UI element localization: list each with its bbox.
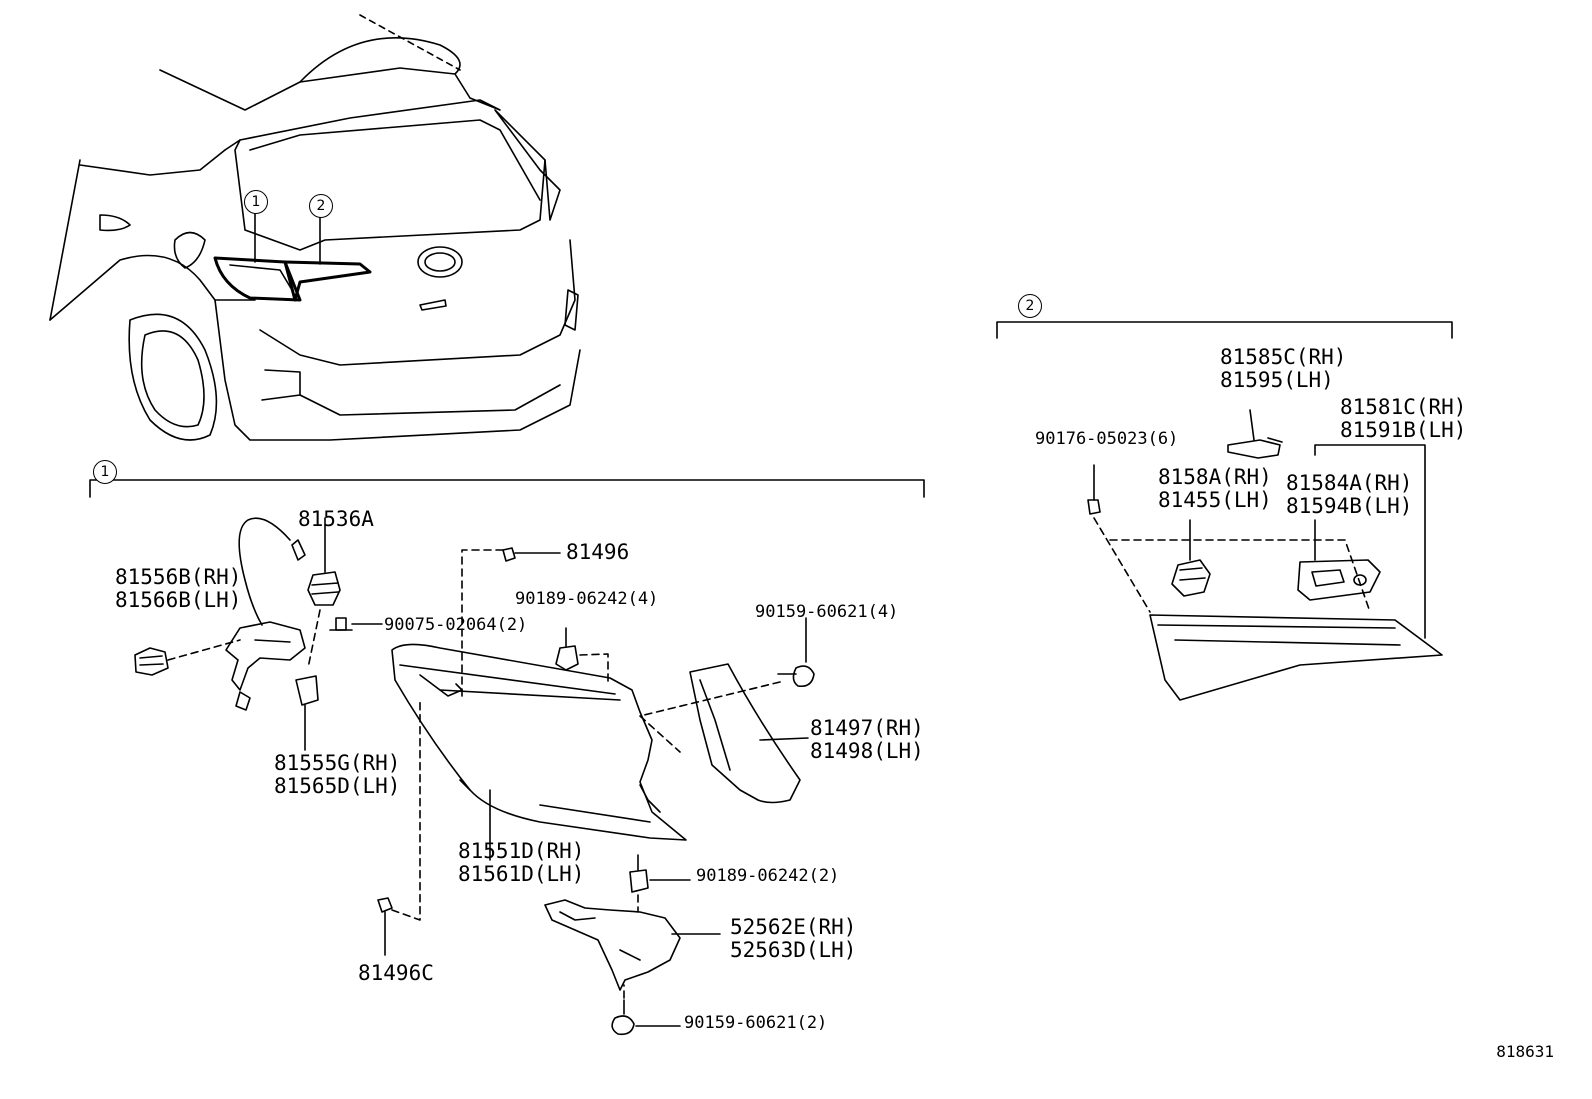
label-52562E: 52562E(RH) 52563D(LH) <box>730 915 857 962</box>
callout-2-car: 2 <box>309 194 333 218</box>
figure-number: 818631 <box>1496 1042 1554 1061</box>
label-81536A: 81536A <box>298 507 374 531</box>
label-90159-60621-2: 90159-60621(2) <box>684 1013 828 1033</box>
label-81496C: 81496C <box>358 961 434 985</box>
label-90075-02064: 90075-02064(2) <box>384 615 528 635</box>
label-81585C: 81585C(RH) 81595(LH) <box>1220 345 1347 392</box>
label-81496: 81496 <box>566 540 630 564</box>
label-81556B: 81556B(RH) 81566B(LH) <box>115 565 242 612</box>
label-90159-60621-4: 90159-60621(4) <box>755 602 899 622</box>
label-90189-06242-4: 90189-06242(4) <box>515 589 659 609</box>
label-90189-06242-2: 90189-06242(2) <box>696 866 840 886</box>
label-81581C: 81581C(RH) 81591B(LH) <box>1340 395 1467 442</box>
label-81551D: 81551D(RH) 81561D(LH) <box>458 839 585 886</box>
callout-2-group: 2 <box>1018 294 1042 318</box>
callout-1-car: 1 <box>244 190 268 214</box>
label-8158A: 8158A(RH) 81455(LH) <box>1158 465 1272 512</box>
label-81497: 81497(RH) 81498(LH) <box>810 716 924 763</box>
callout-1-group: 1 <box>93 460 117 484</box>
label-81584A: 81584A(RH) 81594B(LH) <box>1286 471 1413 518</box>
label-90176-05023: 90176-05023(6) <box>1035 429 1179 449</box>
car-illustration <box>49 14 581 441</box>
label-81555G: 81555G(RH) 81565D(LH) <box>274 751 401 798</box>
